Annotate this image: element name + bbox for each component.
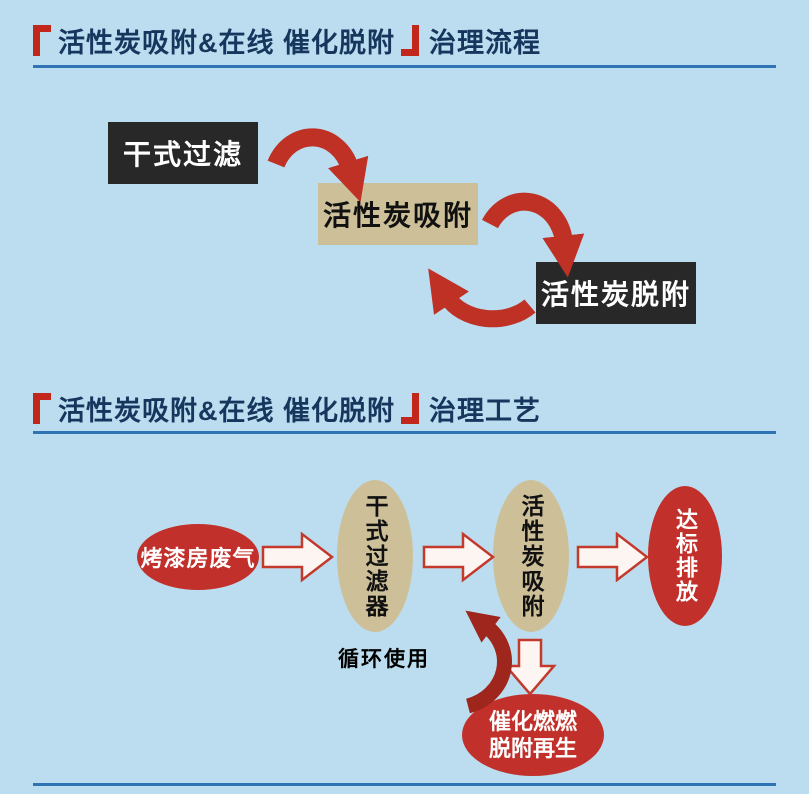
block-arrow-down-icon — [503, 638, 557, 696]
regen-line2: 脱附再生 — [488, 736, 577, 761]
flow2-node-regeneration: 催化燃燃 脱附再生 — [462, 694, 604, 776]
arc-arrow-return-icon — [428, 268, 536, 328]
flow2-node-dry-filter-label: 干式过滤器 — [362, 493, 388, 619]
cycle-reuse-label: 循环使用 — [338, 648, 430, 671]
open-corner-bracket-icon — [33, 24, 51, 56]
flow2-node-emission-label: 达标排放 — [673, 508, 698, 604]
section2-title-main: 活性炭吸附&在线 催化脱附 — [58, 395, 395, 426]
close-corner-bracket-icon — [401, 392, 419, 424]
arc-arrow-step2-icon — [482, 192, 585, 278]
section2-divider — [33, 431, 776, 434]
section1-header: 活性炭吸附&在线 催化脱附 治理流程 — [33, 22, 541, 58]
bottom-divider — [33, 783, 776, 786]
open-corner-bracket-icon — [33, 392, 51, 424]
block-arrow-right-1-icon — [261, 531, 335, 583]
arc-arrow-step1-icon — [267, 128, 369, 203]
flow2-node-source-label: 烤漆房废气 — [140, 546, 256, 571]
flow2-node-regeneration-label: 催化燃燃 脱附再生 — [489, 708, 577, 763]
flow1-box-carbon-desorption: 活性炭脱附 — [536, 262, 696, 324]
cycle-arrow-icon — [465, 610, 512, 714]
section2-header: 活性炭吸附&在线 催化脱附 治理工艺 — [33, 390, 541, 426]
section2-title-suffix: 治理工艺 — [429, 395, 541, 426]
flow2-node-emission: 达标排放 — [648, 486, 722, 626]
flow2-node-dry-filter: 干式过滤器 — [337, 480, 413, 632]
regen-line1: 催化燃燃 — [488, 708, 577, 734]
section1-title-main: 活性炭吸附&在线 催化脱附 — [58, 27, 395, 58]
close-corner-bracket-icon — [401, 24, 419, 56]
flow1-box-carbon-adsorption: 活性炭吸附 — [318, 183, 478, 245]
flow1-box-dry-filter: 干式过滤 — [108, 122, 258, 184]
block-arrow-right-2-icon — [422, 531, 496, 583]
flow2-node-carbon-adsorption-label: 活性炭吸附 — [518, 493, 544, 619]
section1-divider — [33, 65, 776, 68]
section1-title-suffix: 治理流程 — [429, 27, 541, 58]
flow2-node-source: 烤漆房废气 — [137, 524, 259, 590]
flow2-node-carbon-adsorption: 活性炭吸附 — [493, 480, 569, 632]
block-arrow-right-3-icon — [576, 531, 650, 583]
